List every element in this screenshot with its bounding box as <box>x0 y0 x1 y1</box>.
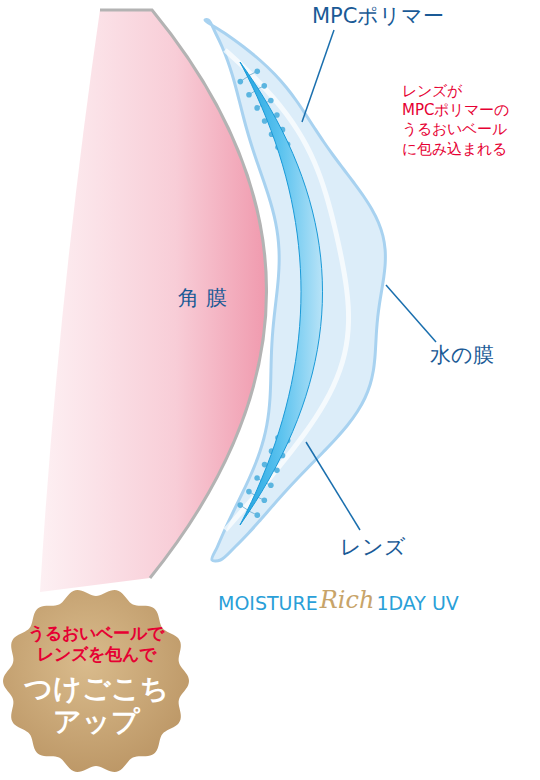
leader-line <box>386 285 436 342</box>
badge-subtext: うるおいベールで レンズを包んで <box>16 623 176 666</box>
polymer-dot <box>261 83 267 89</box>
logo-text: 1DAY UV <box>376 592 458 615</box>
cornea-fill <box>40 10 267 592</box>
logo-text: MOISTURE <box>218 592 318 615</box>
cornea-edge <box>100 10 267 578</box>
cornea-shape <box>0 0 300 600</box>
leader-line <box>306 442 360 530</box>
polymer-dot <box>254 475 260 481</box>
note-text: レンズが MPCポリマーの うるおいベール に包み込まれる <box>402 82 532 159</box>
badge-fill <box>3 590 189 772</box>
polymer-dot <box>246 489 252 495</box>
polymer-dot <box>268 482 274 488</box>
badge: うるおいベールで レンズを包んでつけごこち アップ <box>0 585 192 777</box>
polymer-dot <box>254 512 260 518</box>
logo-text: Rich <box>320 586 375 615</box>
leader-line <box>302 30 334 122</box>
polymer-dot <box>262 497 268 503</box>
cornea: 角 膜 <box>0 0 300 600</box>
polymer-dot <box>237 502 243 508</box>
polymer-dot <box>268 98 274 104</box>
polymer-dot <box>254 69 260 75</box>
polymer-dot <box>254 105 260 111</box>
cornea-label: 角 膜 <box>178 284 227 312</box>
polymer-dot <box>238 79 244 85</box>
badge-headline: つけごこち アップ <box>21 672 171 739</box>
callout-label: 水の膜 <box>430 343 494 368</box>
callout-label: レンズ <box>340 535 406 560</box>
polymer-dot <box>246 92 252 98</box>
callout-label: MPCポリマー <box>312 4 444 29</box>
